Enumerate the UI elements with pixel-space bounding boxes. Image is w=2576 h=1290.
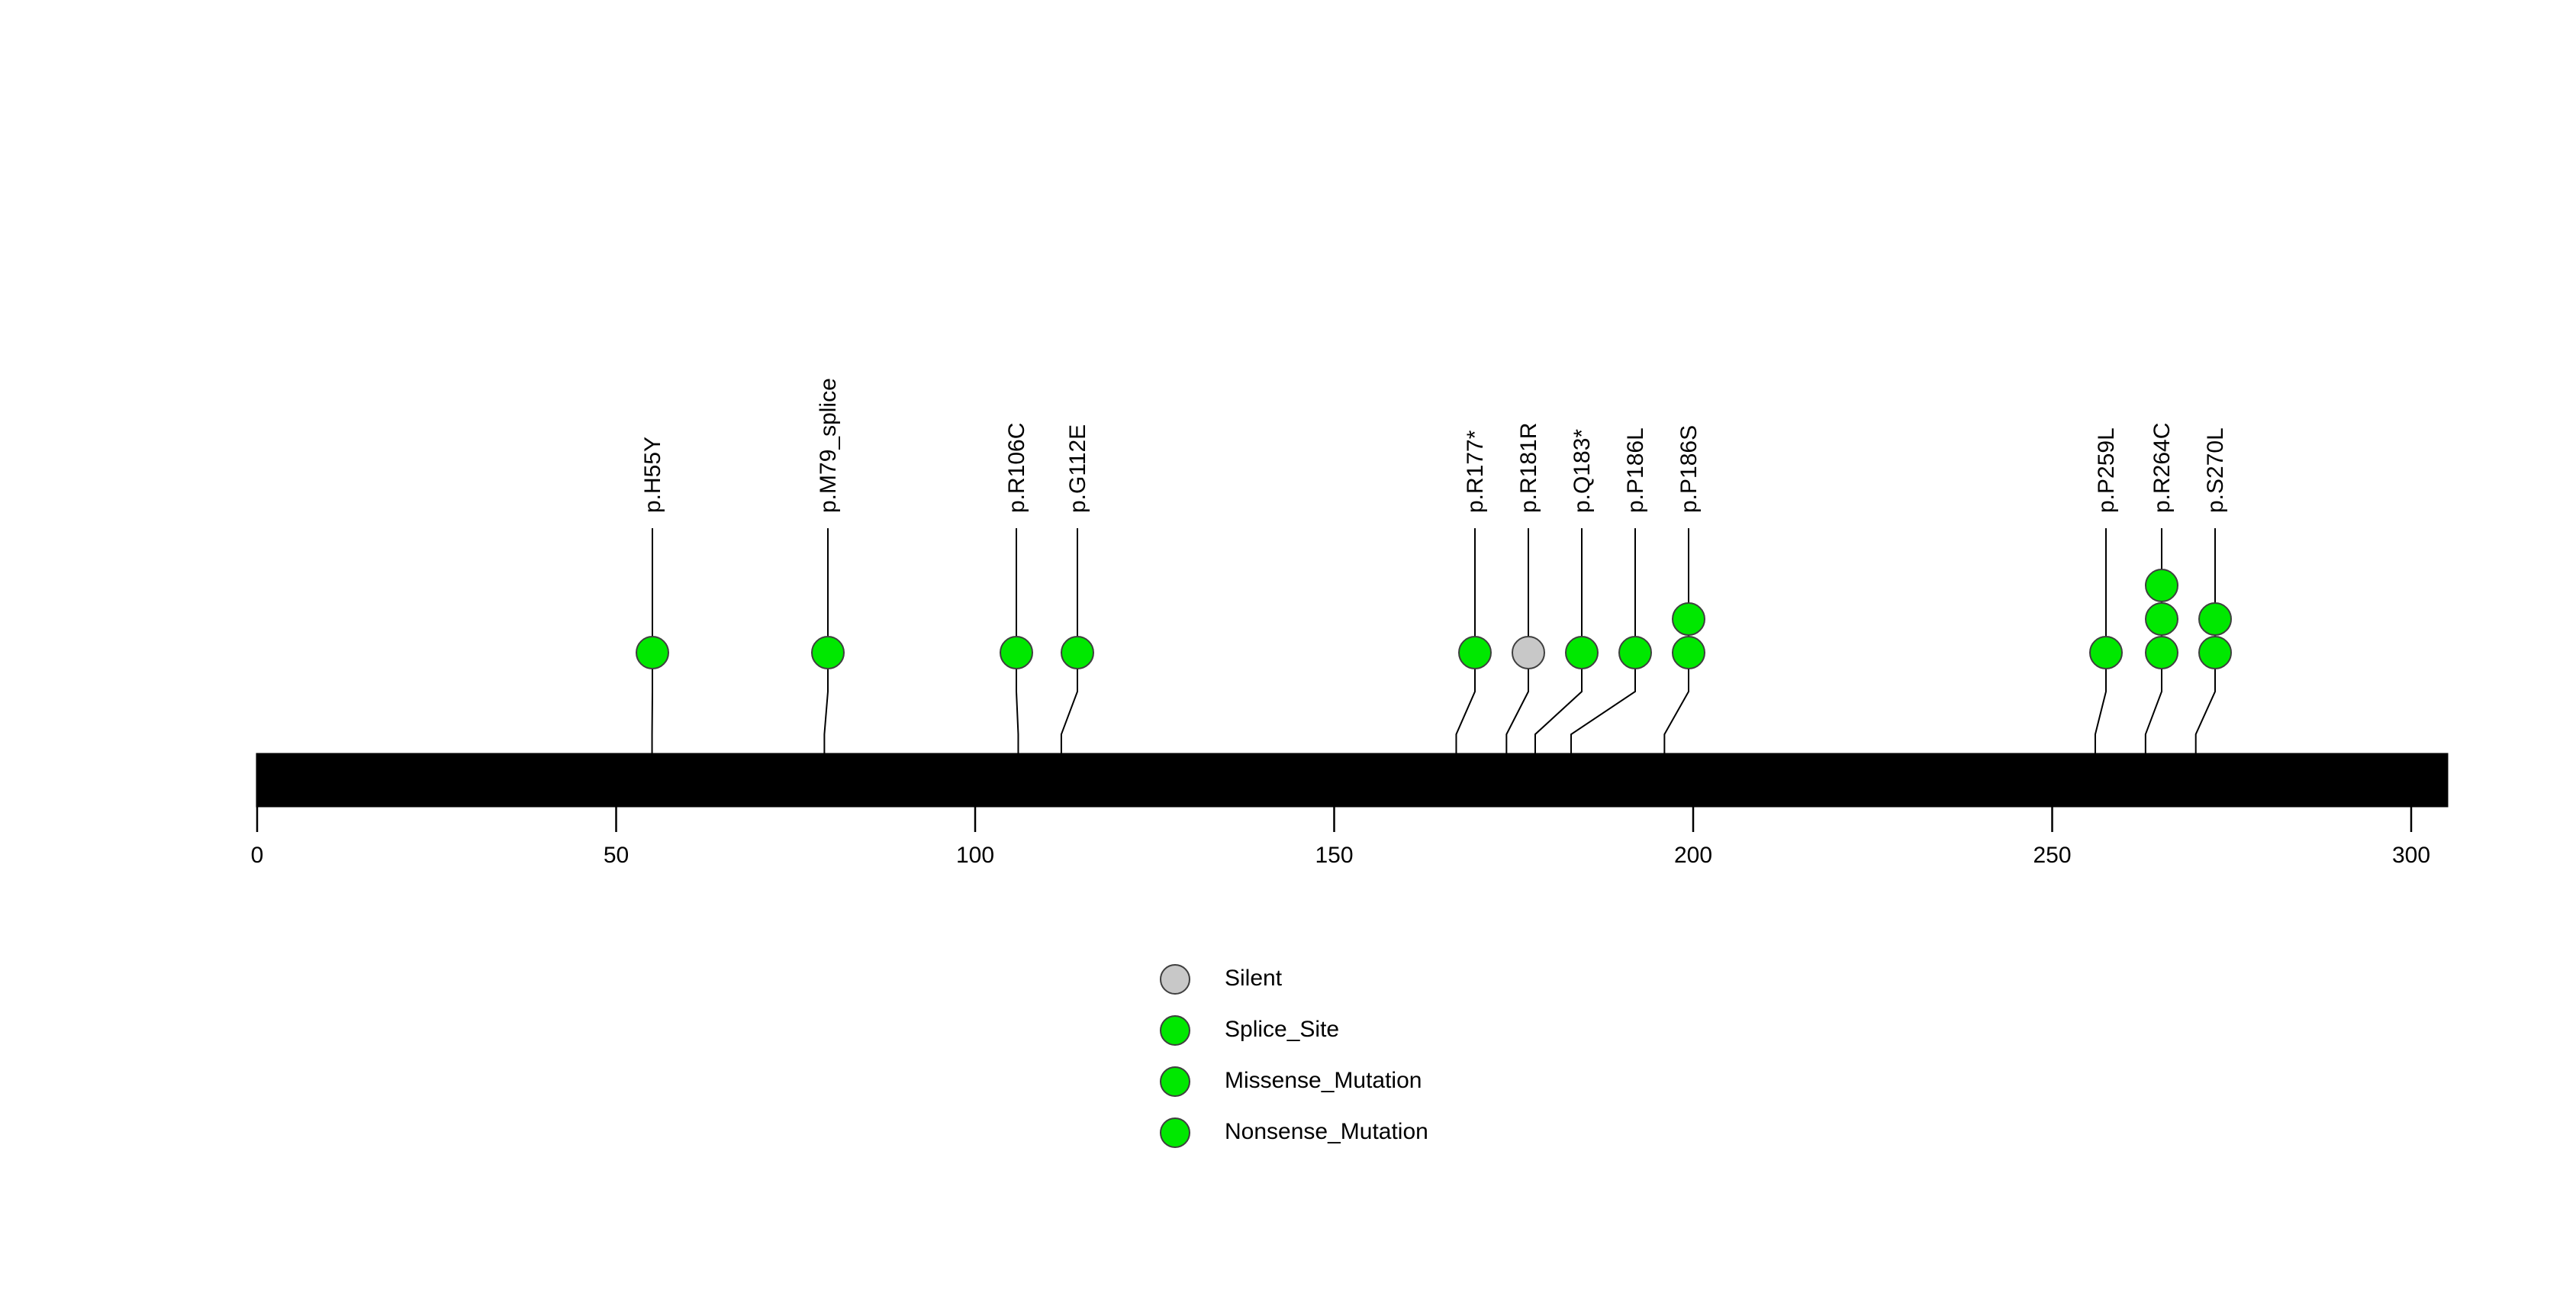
legend-label: Nonsense_Mutation (1225, 1119, 1428, 1144)
legend-label: Silent (1225, 966, 1283, 991)
lollipop-nodes[interactable] (636, 569, 2232, 669)
mutation-label: p.P186L (1623, 427, 1648, 513)
legend-swatch (1160, 1015, 1190, 1046)
legend-swatch (1160, 1117, 1190, 1148)
mutation-label: p.Q183* (1570, 429, 1595, 513)
mutation-label: p.R264C (2149, 423, 2175, 513)
axis-tick-label: 150 (1315, 843, 1353, 868)
mutation-node[interactable] (1061, 636, 1094, 669)
mutation-label: p.G112E (1065, 424, 1090, 513)
mutation-node[interactable] (1458, 636, 1492, 669)
mutation-label: p.S270L (2203, 427, 2228, 513)
axis-tick-label: 100 (956, 843, 994, 868)
mutation-node[interactable] (1672, 636, 1705, 669)
axis-tick-label: 50 (604, 843, 629, 868)
lollipop-stem (2094, 528, 2107, 805)
mutation-node[interactable] (2145, 569, 2178, 602)
mutation-labels: p.H55Y p.M79_splice p.R106C p.G112E p.R177* p… (640, 378, 2228, 513)
mutation-node[interactable] (811, 636, 845, 669)
mutation-label: p.R181R (1516, 423, 1541, 513)
lollipop-stem (823, 528, 829, 805)
mutation-node[interactable] (636, 636, 669, 669)
mutation-node[interactable] (1618, 636, 1652, 669)
axis-ticks (256, 805, 2448, 832)
lollipop-stem (1060, 528, 1078, 805)
mutation-node[interactable] (1565, 636, 1599, 669)
legend-label: Missense_Mutation (1225, 1068, 1422, 1093)
mutation-node[interactable] (2198, 602, 2232, 636)
mutation-node[interactable] (2198, 636, 2232, 669)
axis-tick-label: 0 (251, 843, 264, 868)
mutation-label: p.P186S (1676, 425, 1702, 513)
legend-swatch (1160, 964, 1190, 995)
mutation-node[interactable] (1000, 636, 1033, 669)
mutation-node[interactable] (1672, 602, 1705, 636)
mutation-label: p.R106C (1004, 423, 1029, 513)
axis-tick-label: 300 (2392, 843, 2430, 868)
axis-tick-labels: 0 50 100 150 200 250 300 (251, 843, 2430, 868)
lollipop-stem (1570, 528, 1636, 805)
mutation-node[interactable] (2145, 636, 2178, 669)
mutation-label: p.P259L (2094, 427, 2119, 513)
legend-label: Splice_Site (1225, 1017, 1339, 1042)
mutation-node[interactable] (1512, 636, 1545, 669)
lollipop-stem (1505, 528, 1529, 805)
legend-swatch (1160, 1066, 1190, 1097)
mutation-node[interactable] (2145, 602, 2178, 636)
mutation-node[interactable] (2089, 636, 2123, 669)
mutation-label: p.R177* (1463, 430, 1488, 513)
position-axis: 0 50 100 150 200 250 300 (251, 805, 2448, 868)
lollipop-stem (1534, 528, 1583, 805)
mutation-label: p.M79_splice (816, 378, 841, 513)
lollipop-stem (1455, 528, 1476, 805)
mutation-label: p.H55Y (640, 437, 665, 513)
legend: SilentSplice_SiteMissense_MutationNonsen… (1160, 964, 1428, 1148)
lollipop-stem (1016, 528, 1019, 805)
axis-tick-label: 200 (1674, 843, 1712, 868)
protein-domain-bar (256, 753, 2449, 808)
axis-tick-label: 250 (2033, 843, 2071, 868)
